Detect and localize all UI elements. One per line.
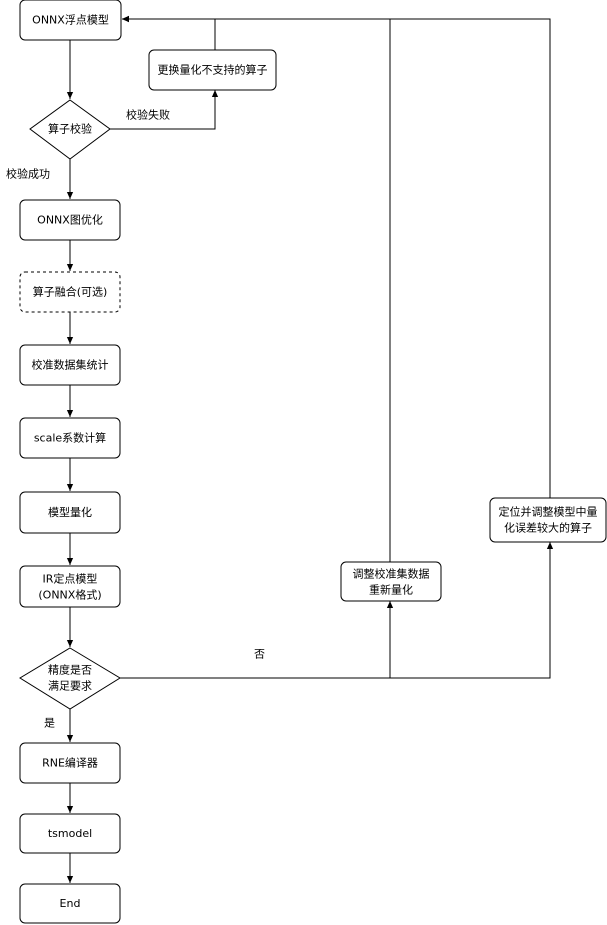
node-calibration-stats-label: 校准数据集统计 — [32, 358, 109, 372]
node-replace-unsupported-ops: 更换量化不支持的算子 — [148, 49, 277, 91]
node-end: End — [19, 883, 121, 924]
node-scale-calculation-label: scale系数计算 — [34, 431, 106, 445]
node-scale-calculation: scale系数计算 — [19, 417, 121, 459]
node-recalibrate-requantize: 调整校准集数据 重新量化 — [340, 561, 442, 602]
node-model-quantization: 模型量化 — [19, 491, 121, 534]
node-onnx-float-model: ONNX浮点模型 — [19, 0, 122, 41]
edge-acccheck-no-locate — [120, 542, 554, 679]
node-onnx-float-model-label: ONNX浮点模型 — [32, 13, 109, 27]
node-onnx-graph-optimization: ONNX图优化 — [19, 199, 121, 241]
node-rne-compiler-label: RNE编译器 — [42, 756, 98, 770]
node-end-label: End — [60, 897, 81, 910]
node-op-check: 算子校验 — [29, 99, 111, 160]
node-recalibrate-requantize-label-1: 调整校准集数据 — [353, 567, 430, 581]
node-accuracy-check-label-1: 精度是否 — [48, 663, 92, 677]
node-rne-compiler: RNE编译器 — [19, 742, 121, 784]
node-accuracy-check-label-2: 满足要求 — [48, 680, 92, 693]
node-op-fusion-optional-label: 算子融合(可选) — [33, 285, 108, 299]
node-ir-fixed-point-model: IR定点模型 (ONNX格式) — [19, 565, 121, 608]
node-model-quantization-label: 模型量化 — [48, 505, 92, 519]
node-op-fusion-optional: 算子融合(可选) — [19, 271, 121, 313]
edge-opcheck-fail — [110, 90, 219, 130]
node-recalibrate-requantize-label-2: 重新量化 — [369, 583, 413, 597]
node-locate-adjust-ops-label-2: 化误差较大的算子 — [504, 521, 592, 535]
node-locate-adjust-ops: 定位并调整模型中量 化误差较大的算子 — [489, 497, 607, 543]
node-onnx-graph-optimization-label: ONNX图优化 — [37, 213, 103, 227]
node-accuracy-check: 精度是否 满足要求 — [19, 647, 121, 710]
node-locate-adjust-ops-label-1: 定位并调整模型中量 — [499, 505, 598, 519]
edge-replace-to-onnx — [121, 15, 216, 50]
edge-label-accuracy-no: 否 — [254, 648, 265, 661]
edge-label-check-pass: 校验成功 — [6, 167, 50, 181]
node-tsmodel: tsmodel — [19, 813, 121, 854]
edge-label-check-fail: 校验失败 — [126, 108, 170, 122]
edge-label-accuracy-yes: 是 — [44, 717, 55, 730]
node-tsmodel-label: tsmodel — [48, 827, 92, 840]
node-op-check-label: 算子校验 — [48, 122, 92, 136]
edge-recalib-to-onnx — [121, 15, 391, 562]
node-ir-fixed-point-model-label-2: (ONNX格式) — [38, 588, 101, 602]
node-replace-unsupported-ops-label: 更换量化不支持的算子 — [158, 63, 268, 77]
edge-locate-to-onnx — [121, 15, 551, 498]
node-ir-fixed-point-model-label-1: IR定点模型 — [43, 572, 98, 586]
edge-acccheck-no-recalib — [120, 601, 394, 679]
node-calibration-stats: 校准数据集统计 — [19, 344, 121, 386]
